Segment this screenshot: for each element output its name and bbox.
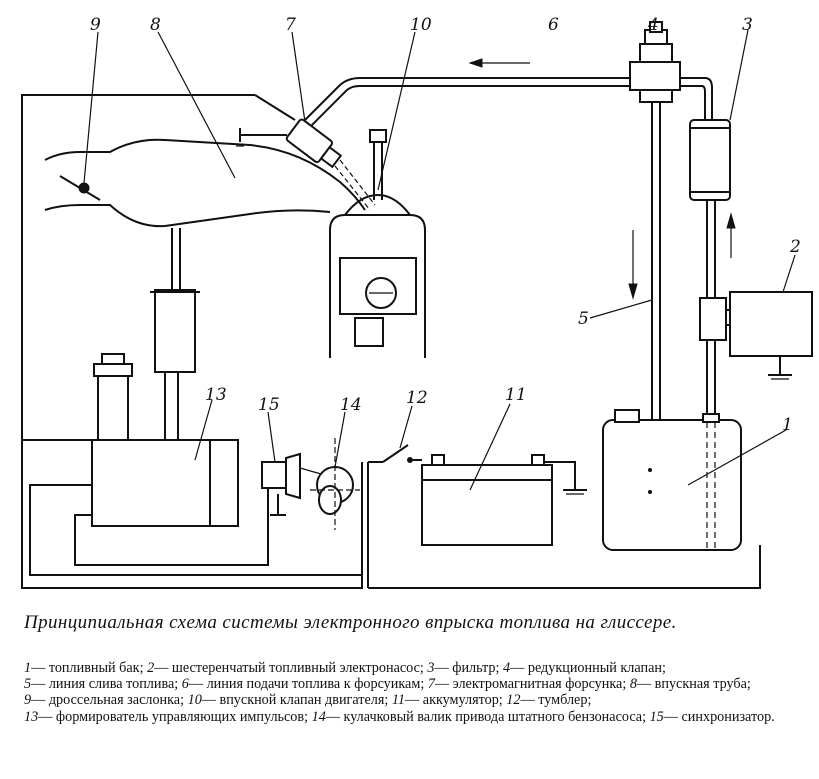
- toggle-switch: [382, 405, 422, 463]
- legend-text: — аккумулятор;: [405, 692, 503, 709]
- legend-text: — электромагнитная форсунка;: [434, 676, 627, 693]
- label-5: 5: [578, 309, 589, 329]
- legend-text: — тумблер;: [520, 692, 592, 709]
- reduction-valve: [629, 21, 681, 103]
- label-4: 4: [647, 15, 659, 35]
- drain-line-5: [589, 102, 661, 420]
- legend-item: 3— фильтр;: [427, 660, 499, 676]
- legend-number: 10: [187, 692, 202, 709]
- legend-item: 2— шестеренчатый топливный электронасос;: [147, 660, 424, 676]
- legend-text: — формирователь управляющих импульсов;: [38, 708, 309, 725]
- legend-item: 6— линия подачи топлива к форсуикам;: [182, 676, 425, 692]
- legend-item: 8— впускная труба;: [630, 676, 751, 692]
- legend-number: 11: [391, 692, 406, 709]
- legend-text: — дроссельная заслонка;: [31, 692, 185, 709]
- legend-number: 5: [24, 676, 32, 693]
- injector: [236, 31, 376, 211]
- label-1: 1: [782, 415, 793, 435]
- legend-text: — линия слива топлива;: [31, 676, 179, 693]
- label-9: 9: [90, 15, 101, 35]
- legend-item: 1— топливный бак;: [24, 660, 144, 676]
- legend-number: 14: [311, 708, 326, 725]
- legend-number: 2: [147, 660, 155, 676]
- legend-item: 14— кулачковый валик привода штатного бе…: [312, 709, 646, 725]
- figure-legend: 1— топливный бак; 2— шестеренчатый топли…: [24, 660, 804, 725]
- legend-number: 15: [649, 708, 664, 725]
- legend-text: — кулачковый валик привода штатного бенз…: [325, 708, 647, 725]
- label-12: 12: [406, 388, 428, 408]
- legend-text: — линия подачи топлива к форсуикам;: [188, 676, 425, 693]
- legend-text: — шестеренчатый топливный электронасос;: [154, 660, 424, 676]
- legend-number: 4: [503, 660, 511, 676]
- label-14: 14: [340, 395, 362, 415]
- legend-number: 12: [506, 692, 521, 709]
- legend-item: 13— формирователь управляющих импульсов;: [24, 709, 308, 725]
- filter: [689, 29, 749, 300]
- figure-caption: Принципиальная схема системы электронног…: [24, 612, 677, 633]
- legend-item: 10— впускной клапан двигателя;: [188, 692, 389, 708]
- legend-text: — фильтр;: [434, 660, 500, 676]
- label-10: 10: [410, 15, 432, 35]
- legend-item: 11— аккумулятор;: [392, 692, 503, 708]
- legend-text: — синхронизатор.: [663, 708, 775, 725]
- legend-item: 9— дроссельная заслонка;: [24, 692, 184, 708]
- label-3: 3: [742, 15, 753, 35]
- engine-cylinder: [329, 31, 426, 358]
- label-6: 6: [548, 15, 559, 35]
- legend-item: 4— редукционный клапан;: [503, 660, 666, 676]
- legend-number: 6: [181, 676, 189, 693]
- legend-number: 8: [629, 676, 637, 693]
- actuator: [150, 228, 200, 440]
- fuel-injection-diagram: 9 8 7 10 6 4 3 2 5 1 13 15 14 12 11: [21, 15, 813, 589]
- legend-text: — впускной клапан двигателя;: [201, 692, 389, 709]
- fuel-tank: [602, 409, 787, 551]
- legend-item: 12— тумблер;: [506, 692, 591, 708]
- label-8: 8: [150, 15, 161, 35]
- legend-item: 7— электромагнитная форсунка;: [428, 676, 626, 692]
- label-11: 11: [505, 385, 527, 405]
- legend-item: 5— линия слива топлива;: [24, 676, 178, 692]
- labels: 9 8 7 10 6 4 3 2 5 1 13 15 14 12 11: [90, 15, 801, 435]
- legend-number: 9: [24, 692, 32, 709]
- legend-number: 1: [24, 660, 32, 676]
- label-7: 7: [285, 15, 296, 35]
- legend-text: — редукционный клапан;: [510, 660, 666, 676]
- label-13: 13: [205, 385, 227, 405]
- wiring: [21, 94, 761, 589]
- supply-line-6: [299, 58, 713, 133]
- legend-number: 3: [427, 660, 435, 676]
- electric-pump: [699, 254, 813, 420]
- camshaft: [310, 411, 360, 530]
- label-2: 2: [789, 237, 801, 257]
- legend-item: 15— синхронизатор.: [650, 709, 775, 725]
- legend-number: 13: [24, 708, 39, 725]
- legend-number: 7: [427, 676, 435, 693]
- intake-pipe: [44, 31, 366, 228]
- pulse-former: [91, 353, 239, 527]
- legend-text: — топливный бак;: [31, 660, 144, 676]
- synchronizer: [261, 411, 336, 516]
- label-15: 15: [258, 395, 280, 415]
- battery: [421, 403, 553, 546]
- legend-text: — впускная труба;: [636, 676, 751, 693]
